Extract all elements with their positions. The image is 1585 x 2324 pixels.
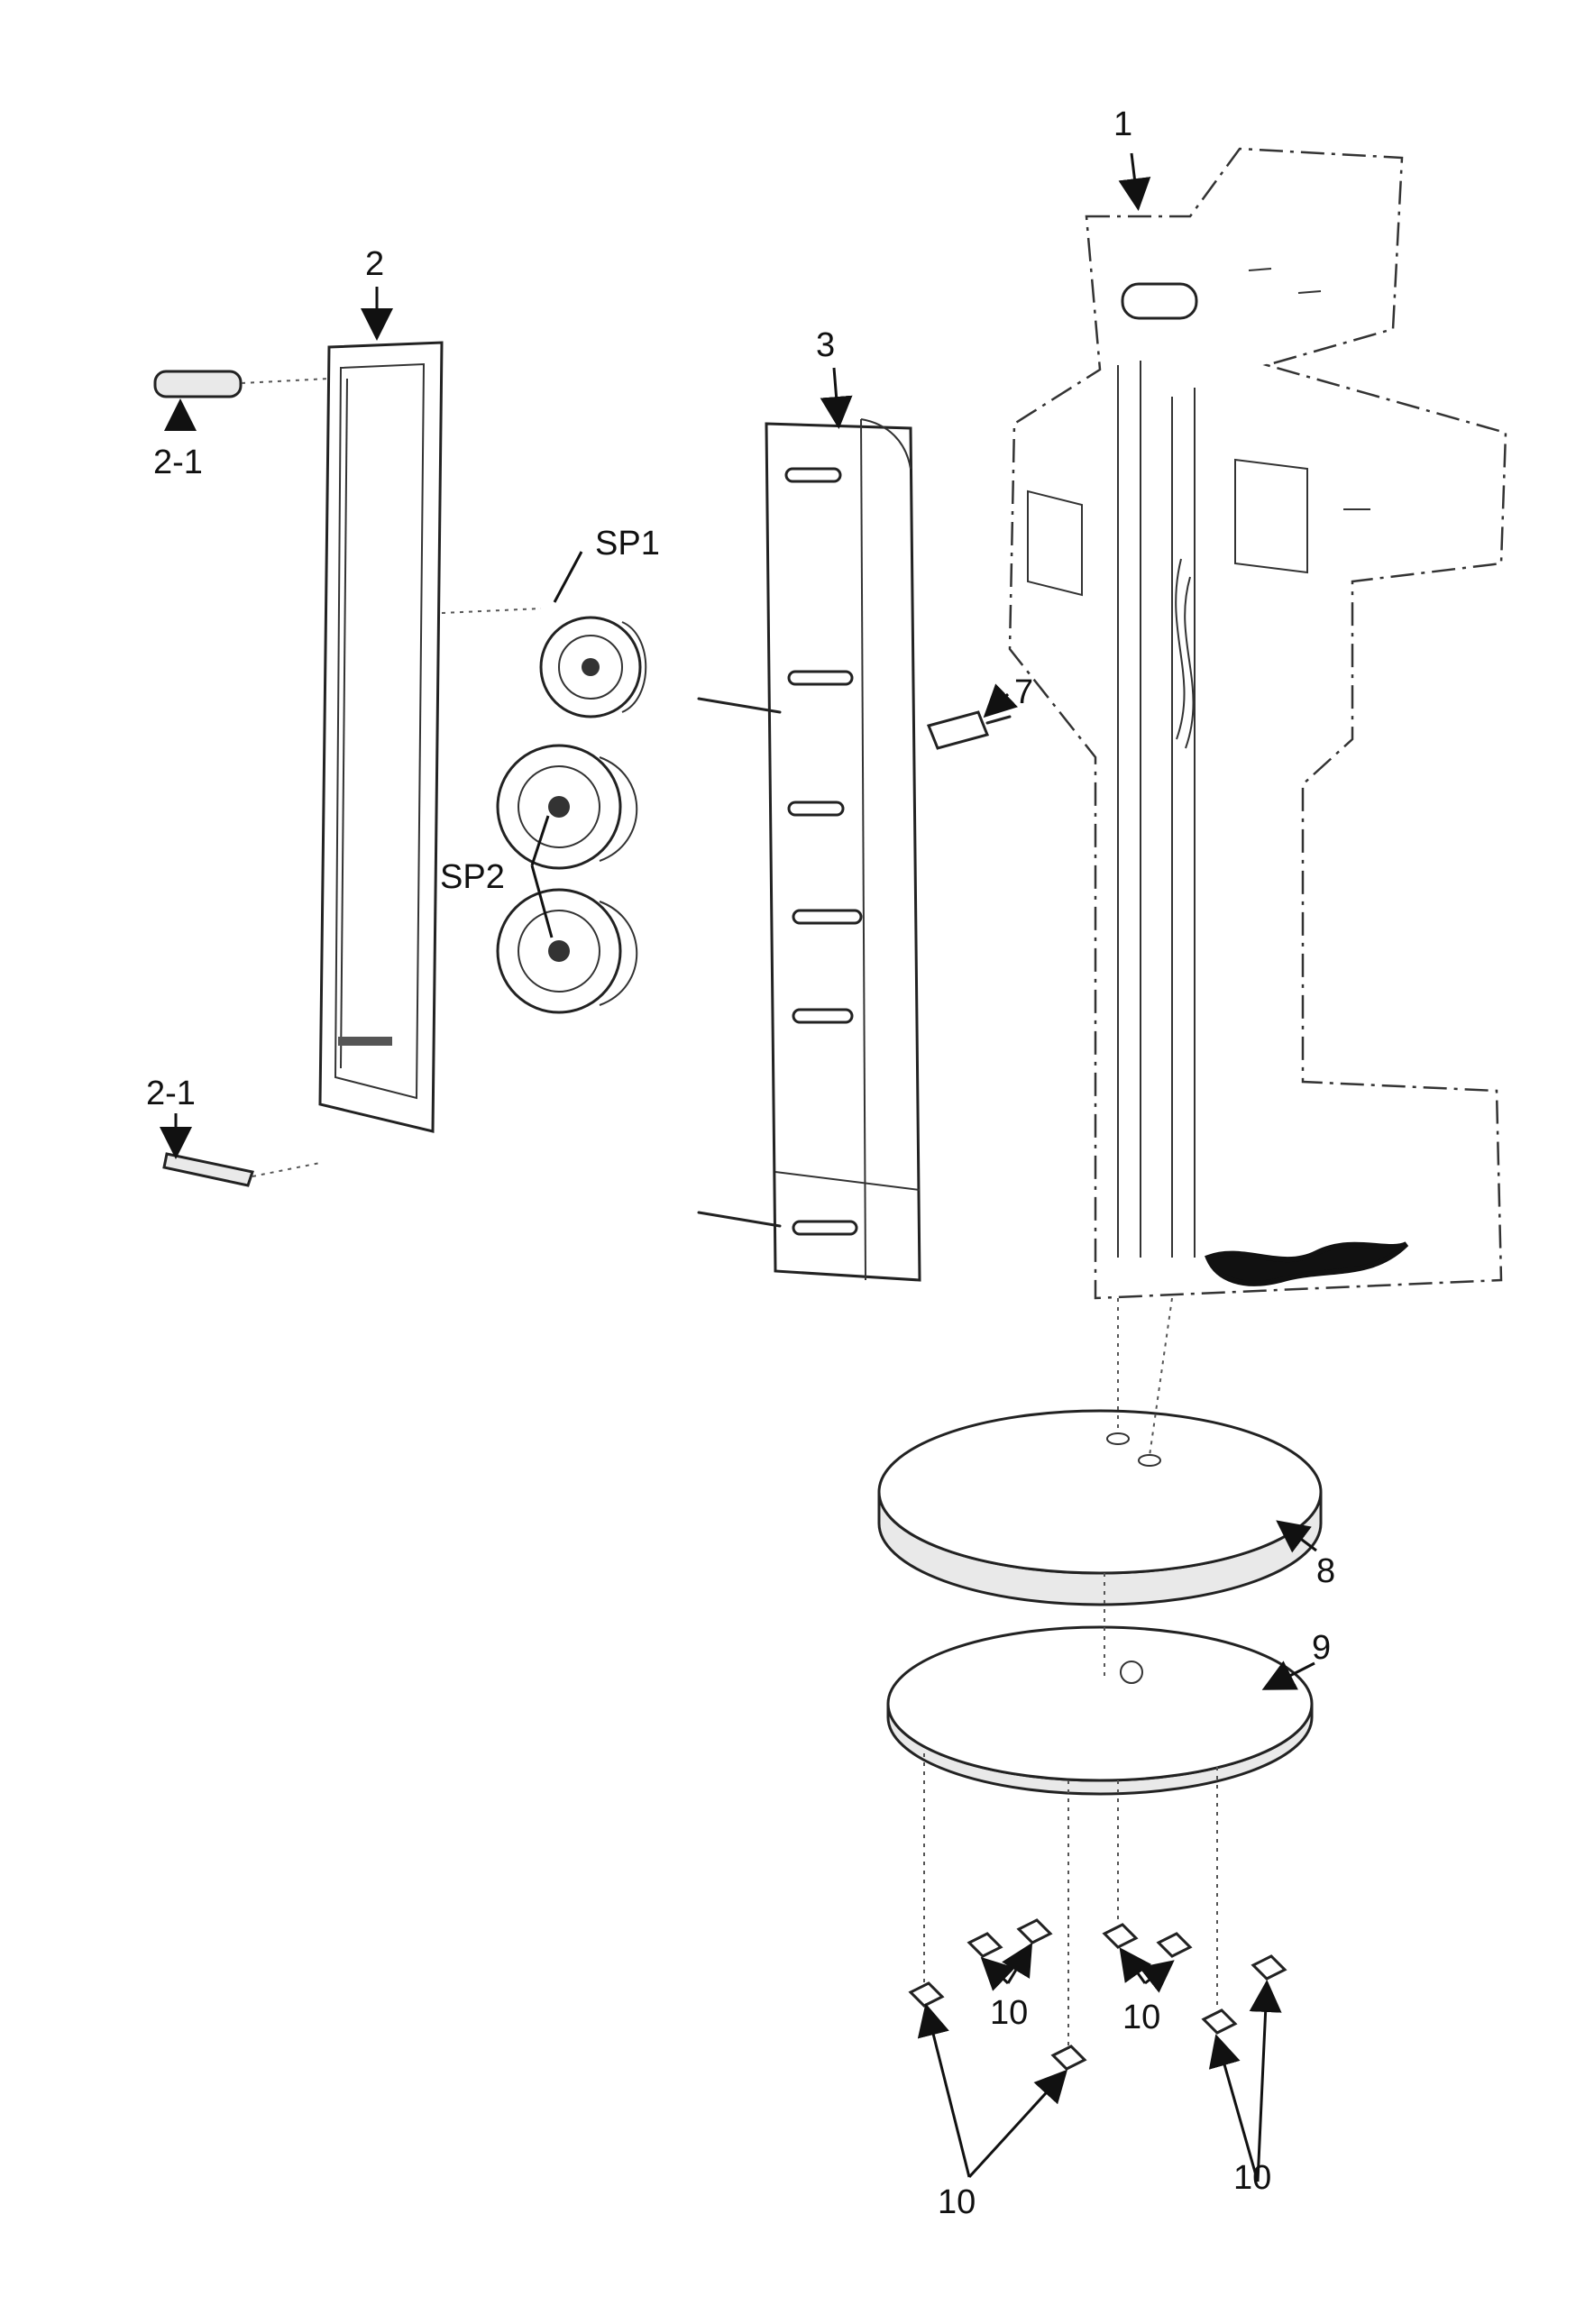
speaker-sp2-upper bbox=[496, 744, 638, 870]
label-sp1: SP1 bbox=[595, 525, 660, 563]
callout-labels: 1 2 2-1 2-1 3 SP1 SP2 7 8 9 10 10 10 10 bbox=[146, 105, 1335, 2221]
part-9-bottom-plate bbox=[886, 1573, 1314, 1796]
part-8-base-plate bbox=[877, 1297, 1323, 1606]
part-3-enclosure bbox=[697, 418, 1012, 1282]
part-1-main-column bbox=[1008, 147, 1507, 1300]
label-part-3: 3 bbox=[816, 326, 835, 364]
speaker-sp1 bbox=[539, 616, 647, 718]
label-part-10-a: 10 bbox=[990, 1994, 1028, 2032]
label-part-7: 7 bbox=[1014, 673, 1033, 711]
label-sp2: SP2 bbox=[440, 858, 505, 896]
label-part-2-1-bottom: 2-1 bbox=[146, 1075, 196, 1112]
label-part-10-b: 10 bbox=[1122, 1999, 1160, 2036]
label-part-9: 9 bbox=[1312, 1629, 1331, 1667]
part-2-front-frame bbox=[153, 341, 444, 1187]
label-part-1: 1 bbox=[1113, 105, 1132, 143]
label-part-2: 2 bbox=[365, 245, 384, 283]
label-part-8: 8 bbox=[1316, 1552, 1335, 1590]
callout-leaders bbox=[160, 152, 1317, 2182]
label-part-2-1-top: 2-1 bbox=[153, 444, 203, 481]
label-part-10-c: 10 bbox=[938, 2183, 976, 2221]
speaker-sp2-lower bbox=[496, 888, 638, 1014]
label-part-10-d: 10 bbox=[1233, 2159, 1271, 2197]
part-10-feet bbox=[908, 1753, 1287, 2071]
